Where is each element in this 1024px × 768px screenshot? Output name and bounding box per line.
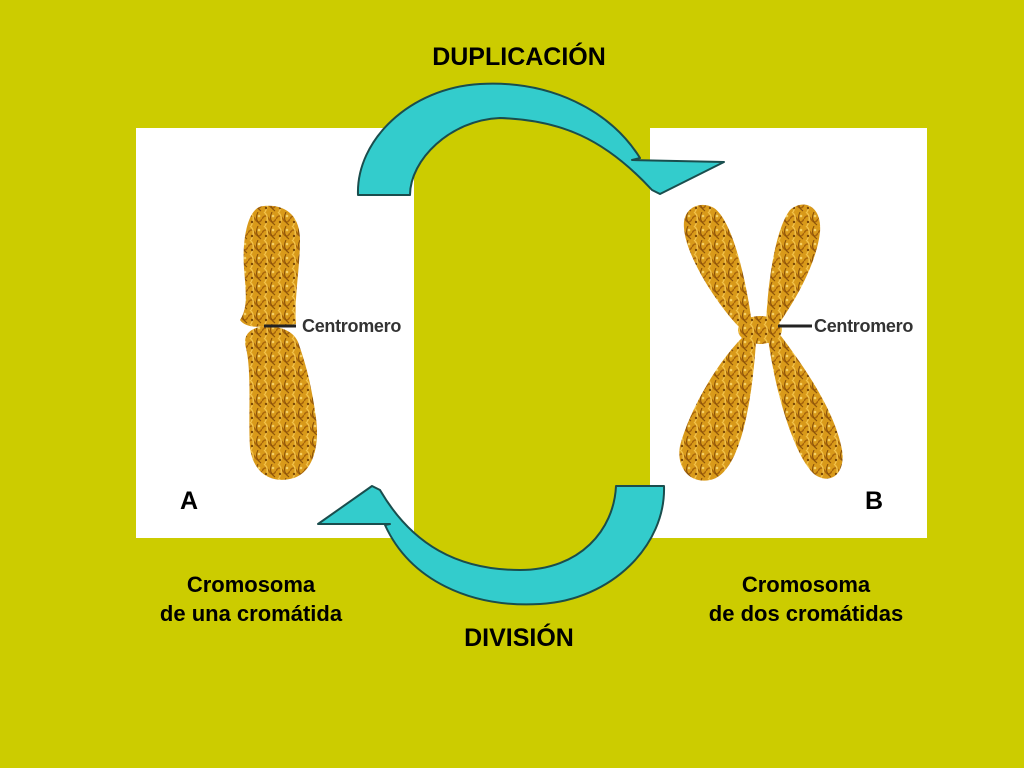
division-arrow — [317, 485, 666, 606]
chromatid-upper-arm — [240, 205, 300, 327]
division-title: DIVISIÓN — [464, 624, 574, 652]
centromere-label: Centromero — [302, 316, 402, 336]
chromatid-right-lower — [768, 332, 843, 479]
panel-chromosome-b: Centromero B — [650, 128, 927, 538]
caption-line: Cromosoma — [741, 572, 871, 597]
single-chromatid-chromosome — [240, 205, 318, 480]
duplication-arrow — [356, 82, 725, 196]
panel-chromosome-a: Centromero A — [136, 128, 414, 538]
chromatid-left-upper — [683, 204, 752, 328]
caption-line: de una cromátida — [159, 601, 343, 626]
duplication-title: DUPLICACIÓN — [432, 43, 606, 71]
panel-letter: B — [865, 487, 884, 515]
chromatid-lower-arm — [245, 326, 318, 480]
centromere — [738, 316, 782, 344]
caption-line: Cromosoma — [186, 572, 316, 597]
centromere-label: Centromero — [814, 316, 914, 336]
caption-chromosome-a: Cromosoma de una cromátida — [121, 570, 381, 628]
chromatid-right-upper — [766, 204, 821, 328]
caption-chromosome-b: Cromosoma de dos cromátidas — [676, 570, 936, 628]
chromatid-left-lower — [679, 334, 756, 481]
two-chromatid-chromosome — [679, 204, 843, 481]
caption-line: de dos cromátidas — [708, 601, 904, 626]
panel-letter: A — [180, 487, 199, 515]
